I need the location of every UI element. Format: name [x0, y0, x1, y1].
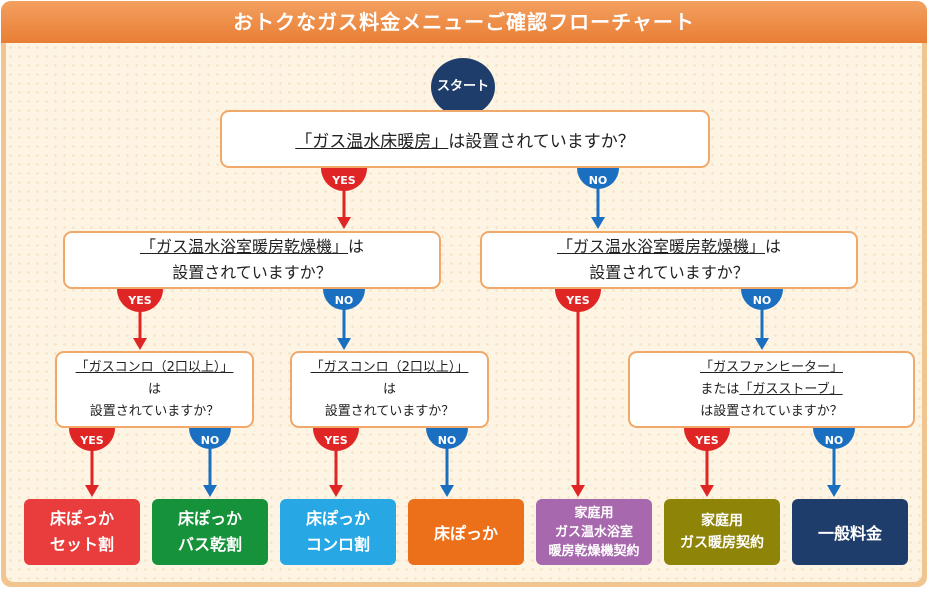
no-tab — [189, 428, 231, 449]
yes-label: YES — [323, 434, 347, 447]
arrowhead — [203, 485, 217, 497]
question-bath-dryer-yes-branch: 「ガス温水浴室暖房乾燥機」は 設置されていますか？ — [63, 231, 441, 289]
item-name: 「ガスコンロ（2口以上）」 — [75, 359, 234, 375]
question-line-3: 設置されていますか？ — [324, 403, 455, 419]
no-label: NO — [825, 434, 844, 447]
item-name: 「ガスコンロ（2口以上）」 — [310, 359, 469, 375]
yes-tab — [313, 428, 359, 451]
result-bath-dryer-discount[interactable]: 床ぽっか バス乾割 — [152, 499, 268, 565]
arrowhead — [329, 485, 343, 497]
question-fan-heater: 「ガスファンヒーター」 または「ガスストーブ」 は設置されていますか？ — [628, 351, 915, 428]
question-text: 「ガス温水床暖房」は設置されていますか？ — [295, 131, 635, 152]
yes-tab — [555, 289, 601, 312]
arrowhead — [755, 338, 769, 350]
yes-label: YES — [694, 434, 718, 447]
no-label: NO — [589, 174, 608, 187]
result-stove-discount[interactable]: 床ぽっか コンロ割 — [280, 499, 396, 565]
no-label: NO — [753, 294, 772, 307]
arrowhead — [440, 485, 454, 497]
item-name: 「ガス温水床暖房」 — [295, 131, 449, 152]
item-name: 「ガス温水浴室暖房乾燥機」 — [556, 237, 765, 256]
question-line-1: 「ガス温水浴室暖房乾燥機」は — [556, 237, 782, 256]
no-tab — [813, 428, 855, 449]
question-line-3: 設置されていますか？ — [89, 403, 220, 419]
result-yukapokka[interactable]: 床ぽっか — [408, 499, 524, 565]
arrowhead — [337, 217, 351, 229]
yes-label: YES — [127, 294, 151, 307]
item-name: 「ガス温水浴室暖房乾燥機」 — [139, 237, 348, 256]
question-line-2: は — [147, 381, 161, 397]
question-bath-dryer-no-branch: 「ガス温水浴室暖房乾燥機」は 設置されていますか？ — [480, 231, 858, 289]
yes-tab — [117, 289, 163, 312]
question-line-2: 設置されていますか？ — [172, 263, 332, 282]
item-name-2: 「ガスストーブ」 — [739, 381, 843, 397]
yes-label: YES — [331, 174, 355, 187]
question-stove-right: 「ガスコンロ（2口以上）」 は 設置されていますか？ — [290, 351, 489, 428]
no-tab — [577, 168, 619, 189]
result-bath-dryer-contract[interactable]: 家庭用 ガス温水浴室 暖房乾燥機契約 — [536, 499, 652, 565]
no-label: NO — [335, 294, 354, 307]
arrowhead — [85, 485, 99, 497]
no-tab — [426, 428, 468, 449]
arrowhead — [571, 485, 585, 497]
result-set-discount[interactable]: 床ぽっか セット割 — [24, 499, 140, 565]
yes-label: YES — [79, 434, 103, 447]
result-heating-contract[interactable]: 家庭用 ガス暖房契約 — [664, 499, 780, 565]
question-line-2: 設置されていますか？ — [589, 263, 749, 282]
arrowhead — [700, 485, 714, 497]
arrowhead — [337, 338, 351, 350]
question-line-2: は — [382, 381, 396, 397]
item-name: 「ガスファンヒーター」 — [699, 359, 843, 375]
arrowhead — [133, 338, 147, 350]
question-line-2: または「ガスストーブ」 — [700, 381, 843, 397]
no-label: NO — [201, 434, 220, 447]
yes-tab — [321, 168, 367, 191]
question-line-1: 「ガス温水浴室暖房乾燥機」は — [139, 237, 365, 256]
header-bar: おトクなガス料金メニューご確認フローチャート — [1, 1, 927, 43]
start-node: スタート — [431, 58, 495, 116]
yes-label: YES — [565, 294, 589, 307]
arrowhead — [591, 217, 605, 229]
no-tab — [741, 289, 783, 310]
no-label: NO — [438, 434, 457, 447]
yes-tab — [69, 428, 115, 451]
yes-tab — [684, 428, 730, 451]
question-stove-left: 「ガスコンロ（2口以上）」 は 設置されていますか？ — [55, 351, 254, 428]
no-tab — [323, 289, 365, 310]
result-general-rate[interactable]: 一般料金 — [792, 499, 908, 565]
question-line-3: は設置されていますか？ — [700, 403, 843, 419]
question-floor-heating: 「ガス温水床暖房」は設置されていますか？ — [220, 110, 710, 168]
arrowhead — [827, 485, 841, 497]
page-title: おトクなガス料金メニューご確認フローチャート — [233, 10, 695, 34]
